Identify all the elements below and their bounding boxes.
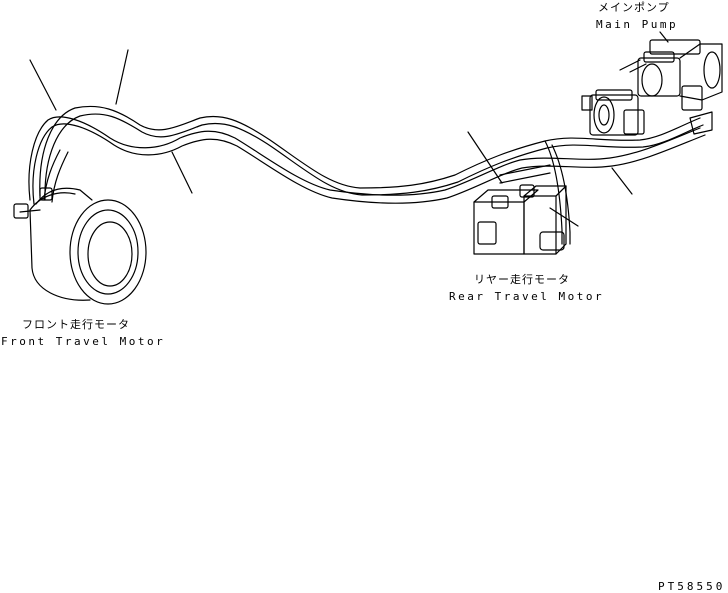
main-pump-label-en: Main Pump [596, 18, 679, 31]
leader-lines [29, 31, 669, 227]
hose-4 [32, 123, 706, 205]
hose-rear-drop-2 [551, 144, 571, 245]
front-travel-motor-label-jp: フロント走行モータ [22, 318, 130, 331]
main-pump-drawing [581, 39, 723, 136]
front-travel-motor-label-en: Front Travel Motor [1, 335, 166, 348]
hose-3 [28, 116, 701, 201]
hose-front-fitting-2 [51, 151, 69, 203]
front-travel-motor-drawing [13, 187, 147, 305]
rear-travel-motor-drawing [473, 164, 567, 255]
hose-1 [39, 105, 701, 197]
drawing-code: PT58550 [658, 580, 726, 593]
hose-2 [44, 113, 704, 201]
hose-rear-drop-1 [544, 140, 563, 245]
main-pump-label-jp: メインポンプ [598, 1, 670, 14]
rear-travel-motor-label-en: Rear Travel Motor [449, 290, 605, 303]
rear-travel-motor-label-jp: リヤー走行モータ [474, 273, 570, 286]
